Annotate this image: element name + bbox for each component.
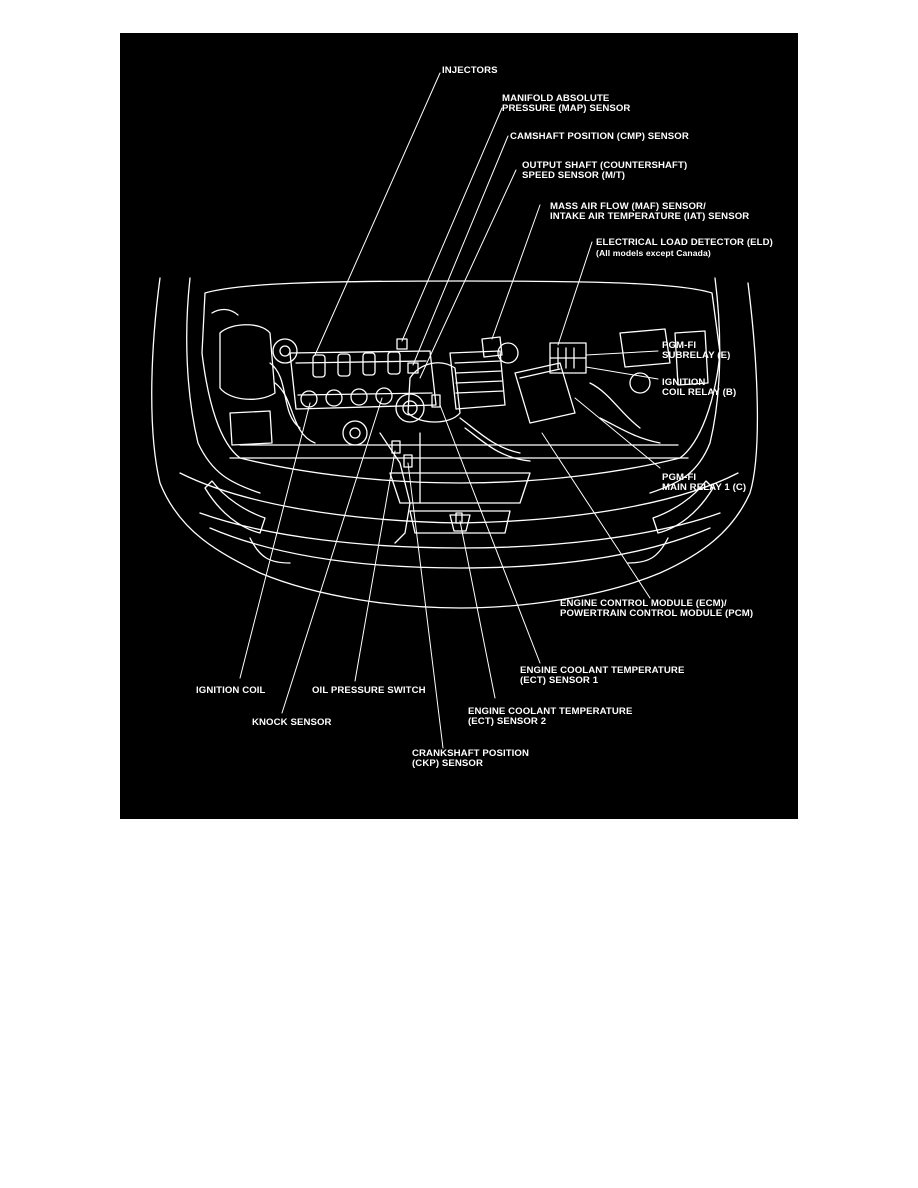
label-ect-sensor-1: ENGINE COOLANT TEMPERATURE (ECT) SENSOR … [520, 665, 685, 686]
label-ecm-pcm: ENGINE CONTROL MODULE (ECM)/ POWERTRAIN … [560, 598, 754, 619]
label-ckp-sensor: CRANKSHAFT POSITION (CKP) SENSOR [412, 748, 530, 769]
label-oil-pressure-switch: OIL PRESSURE SWITCH [312, 685, 426, 696]
label-output-shaft-speed-sensor: OUTPUT SHAFT (COUNTERSHAFT) SPEED SENSOR… [522, 160, 688, 181]
label-cmp-sensor: CAMSHAFT POSITION (CMP) SENSOR [510, 131, 689, 142]
cmp-sensor-part [407, 362, 419, 374]
label-injectors: INJECTORS [442, 65, 498, 76]
hood-outline [151, 277, 759, 609]
grille [389, 472, 531, 504]
label-pgmfi-main-relay: PGM-FI MAIN RELAY 1 (C) [662, 472, 747, 493]
right-headlight [652, 480, 714, 534]
label-map-sensor: MANIFOLD ABSOLUTE PRESSURE (MAP) SENSOR [502, 93, 631, 114]
bumper-lower [199, 512, 721, 549]
left-headlight [204, 480, 266, 534]
label-knock-sensor: KNOCK SENSOR [252, 717, 332, 728]
intake-manifold [407, 362, 461, 423]
label-pgmfi-subrelay: PGM-FI SUBRELAY (E) [662, 340, 731, 361]
label-eld: ELECTRICAL LOAD DETECTOR (ELD) (All mode… [596, 237, 773, 259]
hood-inner-outline [186, 277, 261, 494]
engine-compartment-diagram: INJECTORS MANIFOLD ABSOLUTE PRESSURE (MA… [120, 33, 798, 819]
label-ignition-coil: IGNITION COIL [196, 685, 266, 696]
battery [514, 362, 576, 424]
label-maf-iat-sensor: MASS AIR FLOW (MAF) SENSOR/ INTAKE AIR T… [550, 201, 750, 222]
leader-lines [239, 72, 661, 749]
ignition-coils [300, 351, 401, 408]
label-ignition-coil-relay: IGNITION COIL RELAY (B) [662, 377, 737, 398]
engine-line-art [151, 72, 759, 749]
valve-cover [289, 350, 437, 410]
label-ect-sensor-2: ENGINE COOLANT TEMPERATURE (ECT) SENSOR … [468, 706, 633, 727]
compartment-outline [201, 280, 721, 484]
map-sensor-part [396, 338, 408, 350]
maf-sensor-part [481, 336, 503, 358]
